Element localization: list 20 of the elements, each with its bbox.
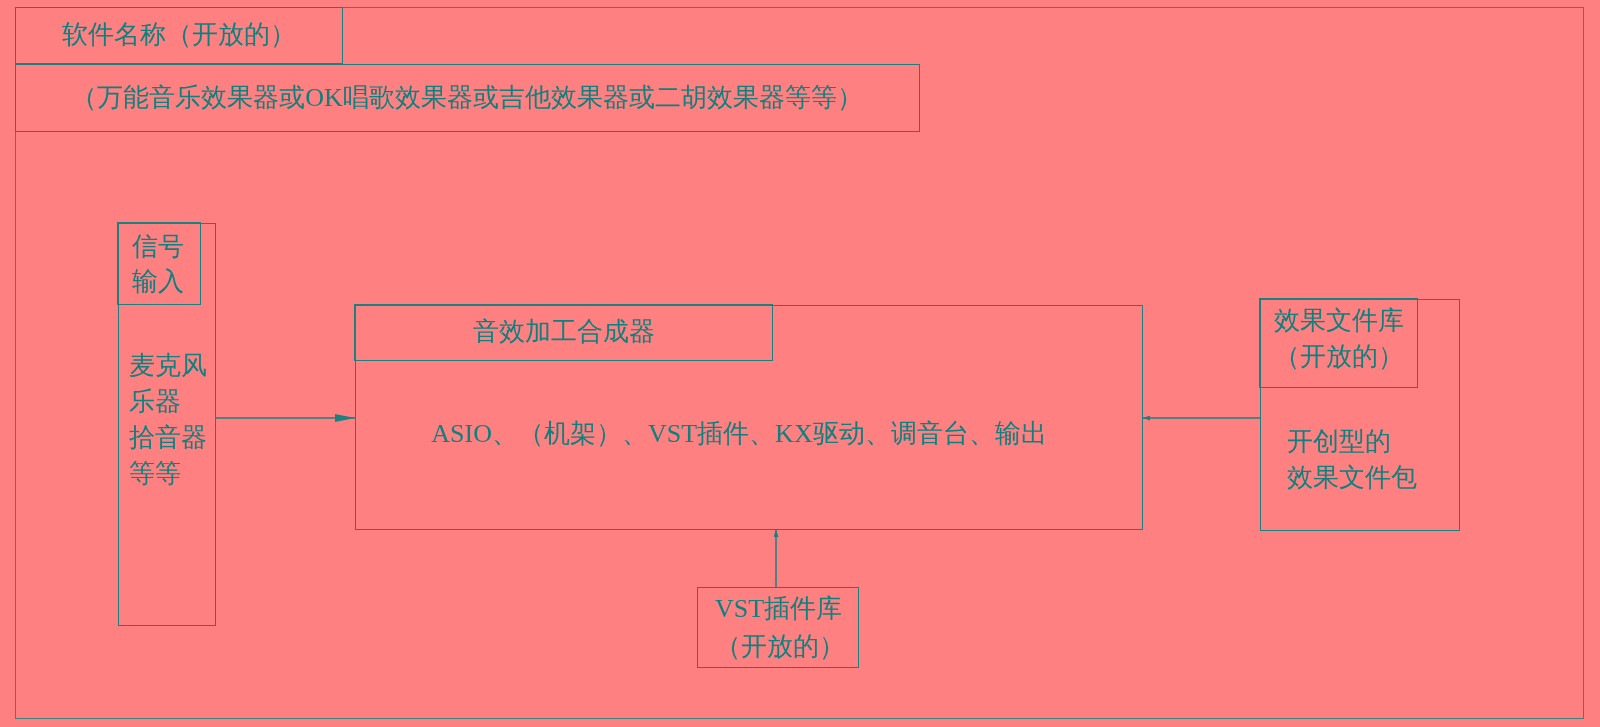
heading-tab: 音效加工合成器: [354, 304, 773, 361]
list-item: 乐器: [129, 386, 181, 418]
processor-box: [354, 304, 1143, 530]
body-text: 开创型的效果文件包: [1287, 426, 1418, 494]
body-text: ASIO、（机架）、VST插件、KX驱动、调音台、输出: [431, 418, 1047, 450]
list-item: 麦克风: [129, 350, 207, 382]
list-item: 等等: [129, 458, 181, 490]
library-box: [1259, 298, 1460, 531]
heading-tab: 效果文件库（开放的）: [1259, 298, 1418, 388]
list-item: 拾音器: [129, 422, 207, 454]
arrow: [1142, 415, 1261, 421]
arrow: [773, 529, 779, 588]
outer-frame: [15, 7, 1584, 719]
label-text: VST插件库（开放的）: [715, 593, 846, 663]
input-panel: [117, 222, 216, 626]
subtitle-tab: （万能音乐效果器或OK唱歌效果器或吉他效果器或二胡效果器等等）: [14, 63, 920, 132]
library-box: [696, 586, 859, 668]
arrow: [215, 414, 356, 422]
heading-tab: 信号输入: [117, 222, 201, 305]
title-tab: 软件名称（开放的）: [14, 6, 343, 64]
